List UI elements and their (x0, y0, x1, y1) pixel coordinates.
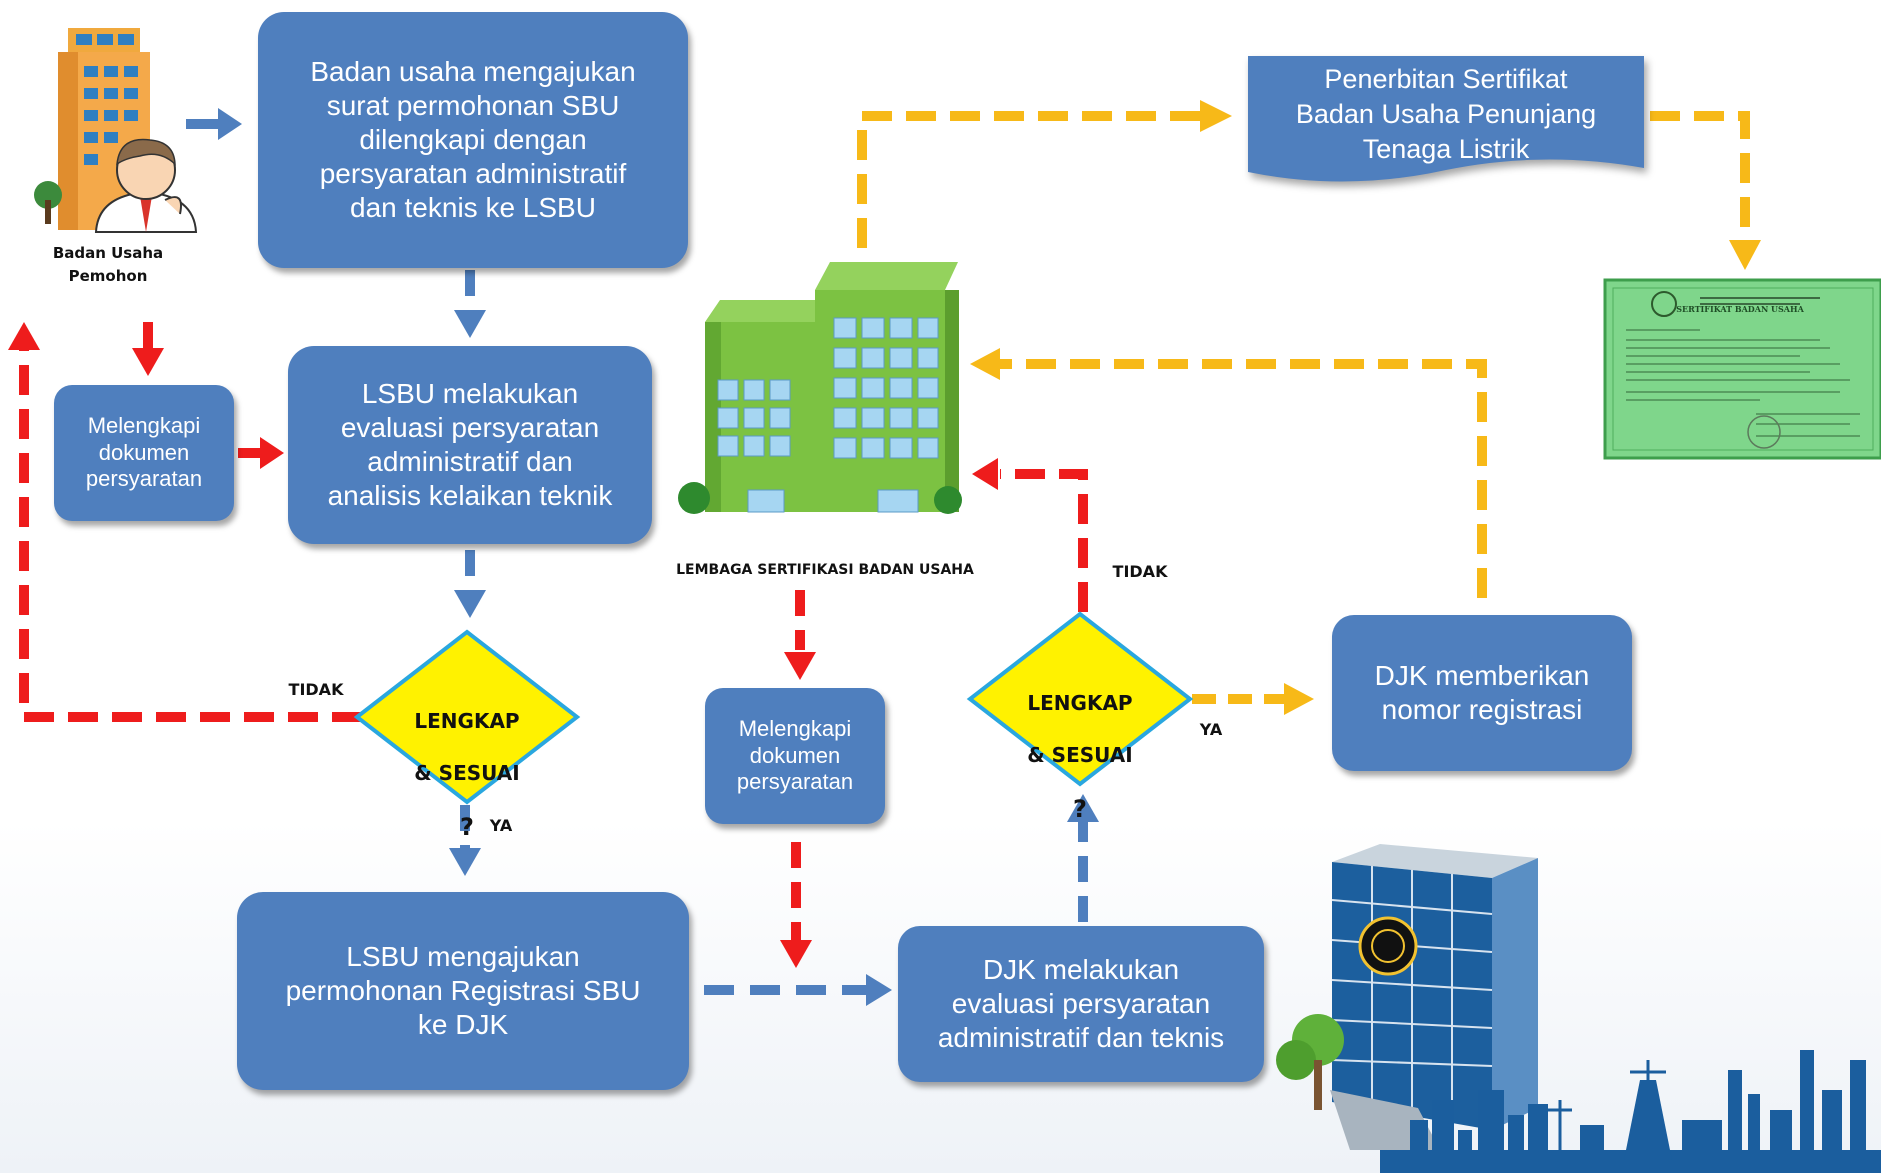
complete-documents-left-text: Melengkapi dokumen persyaratan (85, 412, 203, 492)
complete-documents-mid-box: Melengkapi dokumen persyaratan (705, 688, 885, 824)
lsbu-evaluation-box: LSBU melakukan evaluasi persyaratan admi… (288, 346, 652, 544)
arrow-eval-to-decision (454, 550, 486, 618)
decision-right-text: LENGKAP & SESUAI ? (1010, 664, 1150, 851)
decision-left-mark: ? (460, 813, 474, 841)
djk-evaluation-box: DJK melakukan evaluasi persyaratan admin… (898, 926, 1264, 1082)
complete-documents-mid-text: Melengkapi dokumen persyaratan (736, 715, 854, 795)
arrow-applicant-to-submit (186, 108, 242, 140)
decision-right-mark: ? (1073, 795, 1087, 823)
complete-documents-left-box: Melengkapi dokumen persyaratan (54, 385, 234, 521)
arrow-decision-ya-down (449, 805, 481, 876)
arrow-down-to-complete-left (132, 322, 164, 376)
green-building-icon (678, 262, 962, 514)
ya-left-label: YA (489, 816, 513, 835)
arrow-djk-number-to-institution (970, 348, 1487, 598)
lsbu-registration-text: LSBU mengajukan permohonan Registrasi SB… (285, 940, 641, 1041)
decision-right-line2: & SESUAI (1027, 743, 1133, 767)
arrow-complete-mid-down (780, 842, 812, 968)
submit-application-box: Badan usaha mengajukan surat permohonan … (258, 12, 688, 268)
arrow-complete-left-to-eval (238, 437, 284, 469)
submit-application-text: Badan usaha mengajukan surat permohonan … (310, 55, 636, 224)
lsbu-evaluation-text: LSBU melakukan evaluasi persyaratan admi… (327, 377, 613, 512)
ya-right-label: YA (1199, 720, 1223, 739)
decision-diamond-right (966, 611, 1194, 787)
issuance-text: Penerbitan Sertifikat Badan Usaha Penunj… (1295, 64, 1597, 165)
djk-evaluation-text: DJK melakukan evaluasi persyaratan admin… (937, 953, 1225, 1054)
tidak-right-label: TIDAK (1112, 562, 1168, 581)
applicant-label: Badan Usaha Pemohon (52, 244, 164, 286)
arrow-tidak-right-loop (972, 458, 1088, 612)
decision-left-line2: & SESUAI (414, 761, 520, 785)
arrow-tidak-left-loop (8, 322, 362, 722)
tidak-left-label: TIDAK (288, 680, 344, 699)
issuance-document-shape (1248, 56, 1644, 182)
arrow-issuance-to-certificate (1650, 111, 1761, 270)
city-skyline-icon (1380, 1050, 1881, 1173)
decision-diamond-left (353, 629, 581, 805)
person-icon (94, 138, 198, 233)
decision-left-line1: LENGKAP (414, 709, 520, 733)
arrow-ya-right-to-djk-number (1192, 683, 1314, 715)
lsbu-registration-box: LSBU mengajukan permohonan Registrasi SB… (237, 892, 689, 1090)
decision-right-line1: LENGKAP (1027, 691, 1133, 715)
arrow-submit-to-eval (454, 270, 486, 338)
arrow-institution-to-issuance (857, 100, 1232, 248)
arrow-institution-to-complete-mid (784, 590, 816, 680)
arrow-djk-to-decision (1067, 794, 1099, 922)
arrow-register-to-djk (704, 974, 892, 1006)
institution-label: LEMBAGA SERTIFIKASI BADAN USAHA (676, 562, 974, 578)
certificate-title: SERTIFIKAT BADAN USAHA (1676, 304, 1804, 314)
djk-registration-number-box: DJK memberikan nomor registrasi (1332, 615, 1632, 771)
djk-registration-number-text: DJK memberikan nomor registrasi (1374, 659, 1590, 725)
certificate-icon: SERTIFIKAT BADAN USAHA (1603, 278, 1881, 460)
decision-left-text: LENGKAP & SESUAI ? (397, 682, 537, 869)
ministry-building-icon (1276, 844, 1538, 1150)
